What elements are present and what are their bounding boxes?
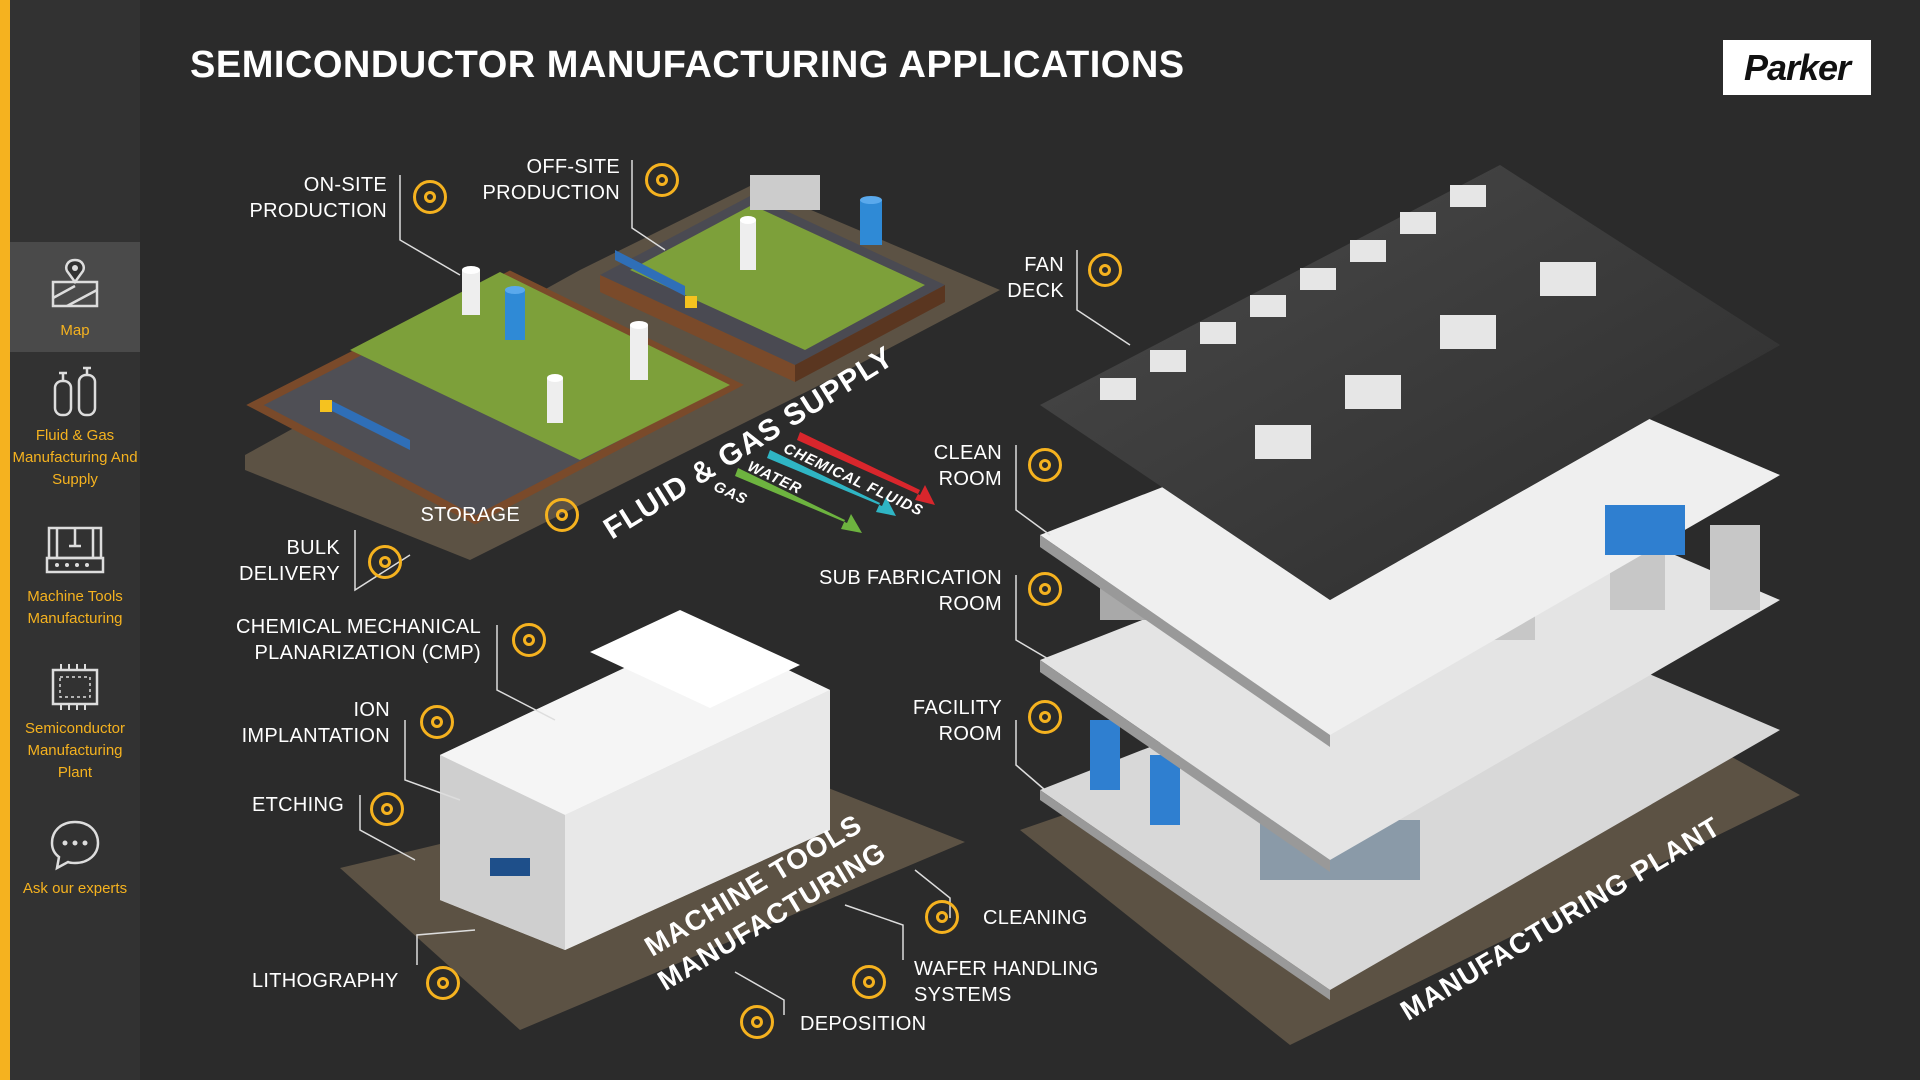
wafer-handling-label: WAFER HANDLING SYSTEMS [914, 958, 1099, 1006]
deposition-hotspot-icon[interactable] [740, 1005, 774, 1039]
parker-logo: Parker [1723, 40, 1871, 95]
sidebar-item-label: Fluid & Gas Manufacturing And Supply [12, 427, 138, 488]
sidebar-item-label: Semiconductor Manufacturing Plant [24, 720, 126, 781]
machine-tools-area[interactable] [340, 610, 965, 1030]
facility-room-label: FACILITY ROOM [912, 697, 1002, 745]
deposition-label: DEPOSITION [800, 1013, 927, 1035]
etching-hotspot-icon[interactable] [370, 792, 404, 826]
storage-label: STORAGE [420, 504, 520, 526]
fan-deck-label: FAN DECK [1007, 254, 1064, 302]
sidebar-item-map[interactable]: Map [10, 242, 140, 352]
accent-bar [0, 0, 10, 1080]
manufacturing-plant-area[interactable] [1020, 165, 1800, 1045]
chip-icon [51, 664, 99, 710]
sidebar-item-label: Machine Tools Manufacturing [27, 588, 123, 627]
fan-deck-hotspot-icon[interactable] [1088, 253, 1122, 287]
gas-cylinders-icon [53, 366, 97, 417]
ion-implantation-label: ION IMPLANTATION [241, 699, 390, 747]
sidebar-item-ask-experts[interactable]: Ask our experts [10, 818, 140, 928]
sidebar-item-fluid-gas[interactable]: Fluid & Gas Manufacturing And Supply [10, 365, 140, 505]
lithography-label: LITHOGRAPHY [252, 970, 399, 992]
on-site-production-label: ON-SITE PRODUCTION [249, 174, 387, 222]
bulk-delivery-hotspot-icon[interactable] [368, 545, 402, 579]
sidebar-item-machine-tools[interactable]: Machine Tools Manufacturing [10, 520, 140, 640]
sidebar-item-label: Map [60, 322, 90, 339]
lithography-hotspot-icon[interactable] [426, 966, 460, 1000]
etching-label: ETCHING [252, 794, 345, 816]
wafer-handling-hotspot-icon[interactable] [852, 965, 886, 999]
sidebar-item-label: Ask our experts [22, 880, 128, 897]
sidebar: Map Fluid & Gas Manufacturing And Supply… [10, 0, 140, 1080]
logo-text: Parker [1743, 47, 1851, 88]
clean-room-hotspot-icon[interactable] [1028, 448, 1062, 482]
bulk-delivery-label: BULK DELIVERY [239, 537, 340, 585]
map-icon [51, 258, 99, 308]
off-site-production-label: OFF-SITE PRODUCTION [482, 156, 620, 204]
clean-room-label: CLEAN ROOM [933, 442, 1002, 490]
page-title: SEMICONDUCTOR MANUFACTURING APPLICATIONS [190, 44, 1185, 86]
sub-fabrication-room-label: SUB FABRICATION ROOM [818, 567, 1002, 615]
cmp-hotspot-icon[interactable] [512, 623, 546, 657]
cmp-label: CHEMICAL MECHANICAL PLANARIZATION (CMP) [236, 616, 481, 664]
fluid-gas-supply-area[interactable] [245, 175, 1000, 560]
storage-hotspot-icon[interactable] [545, 498, 579, 532]
isometric-illustration [245, 160, 1800, 1045]
machine-tool-icon [45, 526, 105, 574]
sub-fabrication-room-hotspot-icon[interactable] [1028, 572, 1062, 606]
sidebar-item-semiconductor-plant[interactable]: Semiconductor Manufacturing Plant [10, 662, 140, 802]
chat-bubble-icon [50, 820, 100, 871]
facility-room-hotspot-icon[interactable] [1028, 700, 1062, 734]
leader-lines [354, 160, 1131, 1015]
on-site-production-hotspot-icon[interactable] [413, 180, 447, 214]
supply-arrows [735, 432, 935, 533]
ion-implantation-hotspot-icon[interactable] [420, 705, 454, 739]
cleaning-label: CLEANING [983, 907, 1088, 929]
cleaning-hotspot-icon[interactable] [925, 900, 959, 934]
off-site-production-hotspot-icon[interactable] [645, 163, 679, 197]
